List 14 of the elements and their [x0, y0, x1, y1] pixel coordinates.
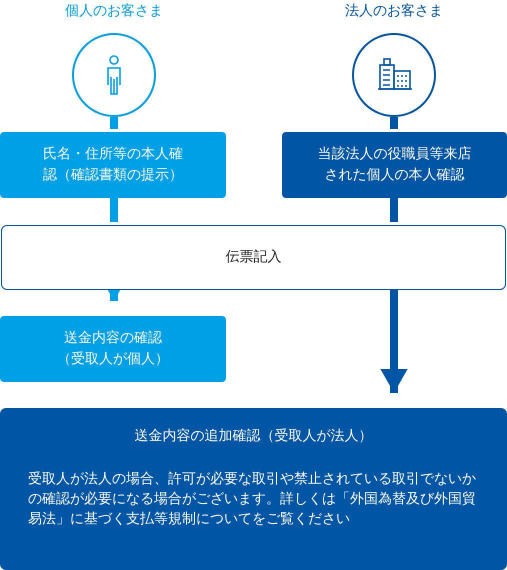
process-box: 氏名・住所等の本人確認（確認書類の提示） [0, 132, 226, 198]
body-text: 受取人が法人の場合、許可が必要な取引や禁止されている取引でないかの確認が必要になる場合がございます。詳しくは「外国為替及び外国貿易法」に基づく支払等規制についてをご覧ください [27, 470, 477, 529]
process-box: 送金内容の確認（受取人が個人） [0, 316, 226, 382]
heading: 送金内容の追加確認（受取人が法人） [134, 427, 372, 446]
heading: 法人のお客さま [344, 2, 444, 20]
arrow [380, 290, 408, 393]
note-box [0, 408, 507, 570]
heading: 個人のお客さま [64, 2, 164, 20]
connector-line [390, 198, 398, 222]
process-box: 当該法人の役職員等来店された個人の本人確認 [282, 132, 507, 198]
process-box: 伝票記入 [1, 225, 506, 290]
connector-line [390, 117, 398, 129]
connector-line [110, 117, 118, 129]
connector-line [110, 198, 118, 222]
